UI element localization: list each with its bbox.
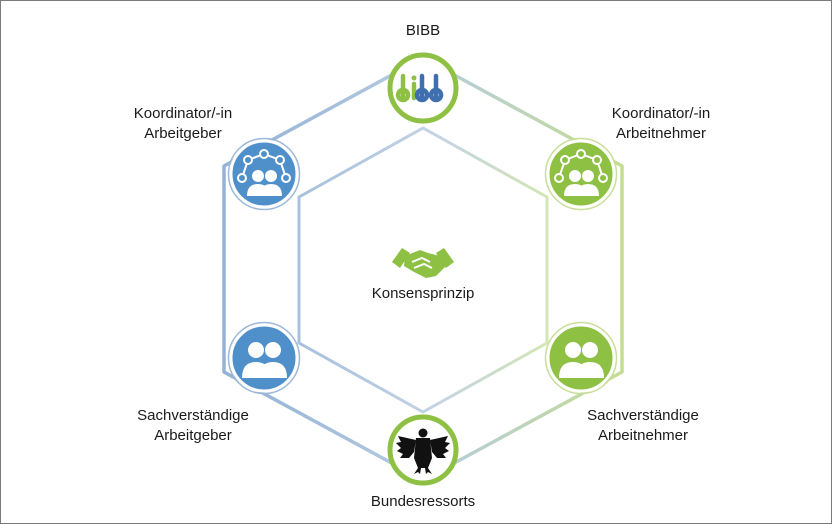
coordinator-employer-line2: Arbeitgeber — [144, 125, 222, 142]
network-people-icon — [227, 137, 301, 211]
expert-employee-line1: Sachverständige — [587, 407, 699, 424]
expert-employee-label: Sachverständige Arbeitnehmer — [568, 406, 718, 446]
bibb-logo-icon — [387, 52, 459, 124]
coordinator-employee-line1: Koordinator/-in — [611, 105, 711, 122]
people-icon — [227, 321, 301, 395]
ministries-label-text: Bundesressorts — [370, 493, 476, 510]
coordinator-employee-line2: Arbeitnehmer — [615, 125, 707, 142]
handshake-icon — [392, 248, 454, 278]
expert-employer-line2: Arbeitgeber — [154, 427, 232, 444]
center-label: Konsensprinzip — [343, 284, 503, 304]
inner-hexagon — [297, 126, 549, 414]
coordinator-employer-line1: Koordinator/-in — [133, 105, 233, 122]
coordinator-employer-label: Koordinator/-in Arbeitgeber — [108, 104, 258, 144]
expert-employer-label: Sachverständige Arbeitgeber — [118, 406, 268, 446]
people-icon — [544, 321, 618, 395]
expert-employee-line2: Arbeitnehmer — [597, 427, 689, 444]
bibb-label: BIBB — [373, 21, 473, 41]
coordinator-employee-label: Koordinator/-in Arbeitnehmer — [586, 104, 736, 144]
center-label-text: Konsensprinzip — [371, 285, 475, 302]
expert-employer-line1: Sachverständige — [137, 407, 249, 424]
ministries-label: Bundesressorts — [348, 492, 498, 512]
network-people-icon — [544, 137, 618, 211]
federal-eagle-icon — [387, 414, 459, 486]
bibb-label-text: BIBB — [405, 22, 441, 39]
